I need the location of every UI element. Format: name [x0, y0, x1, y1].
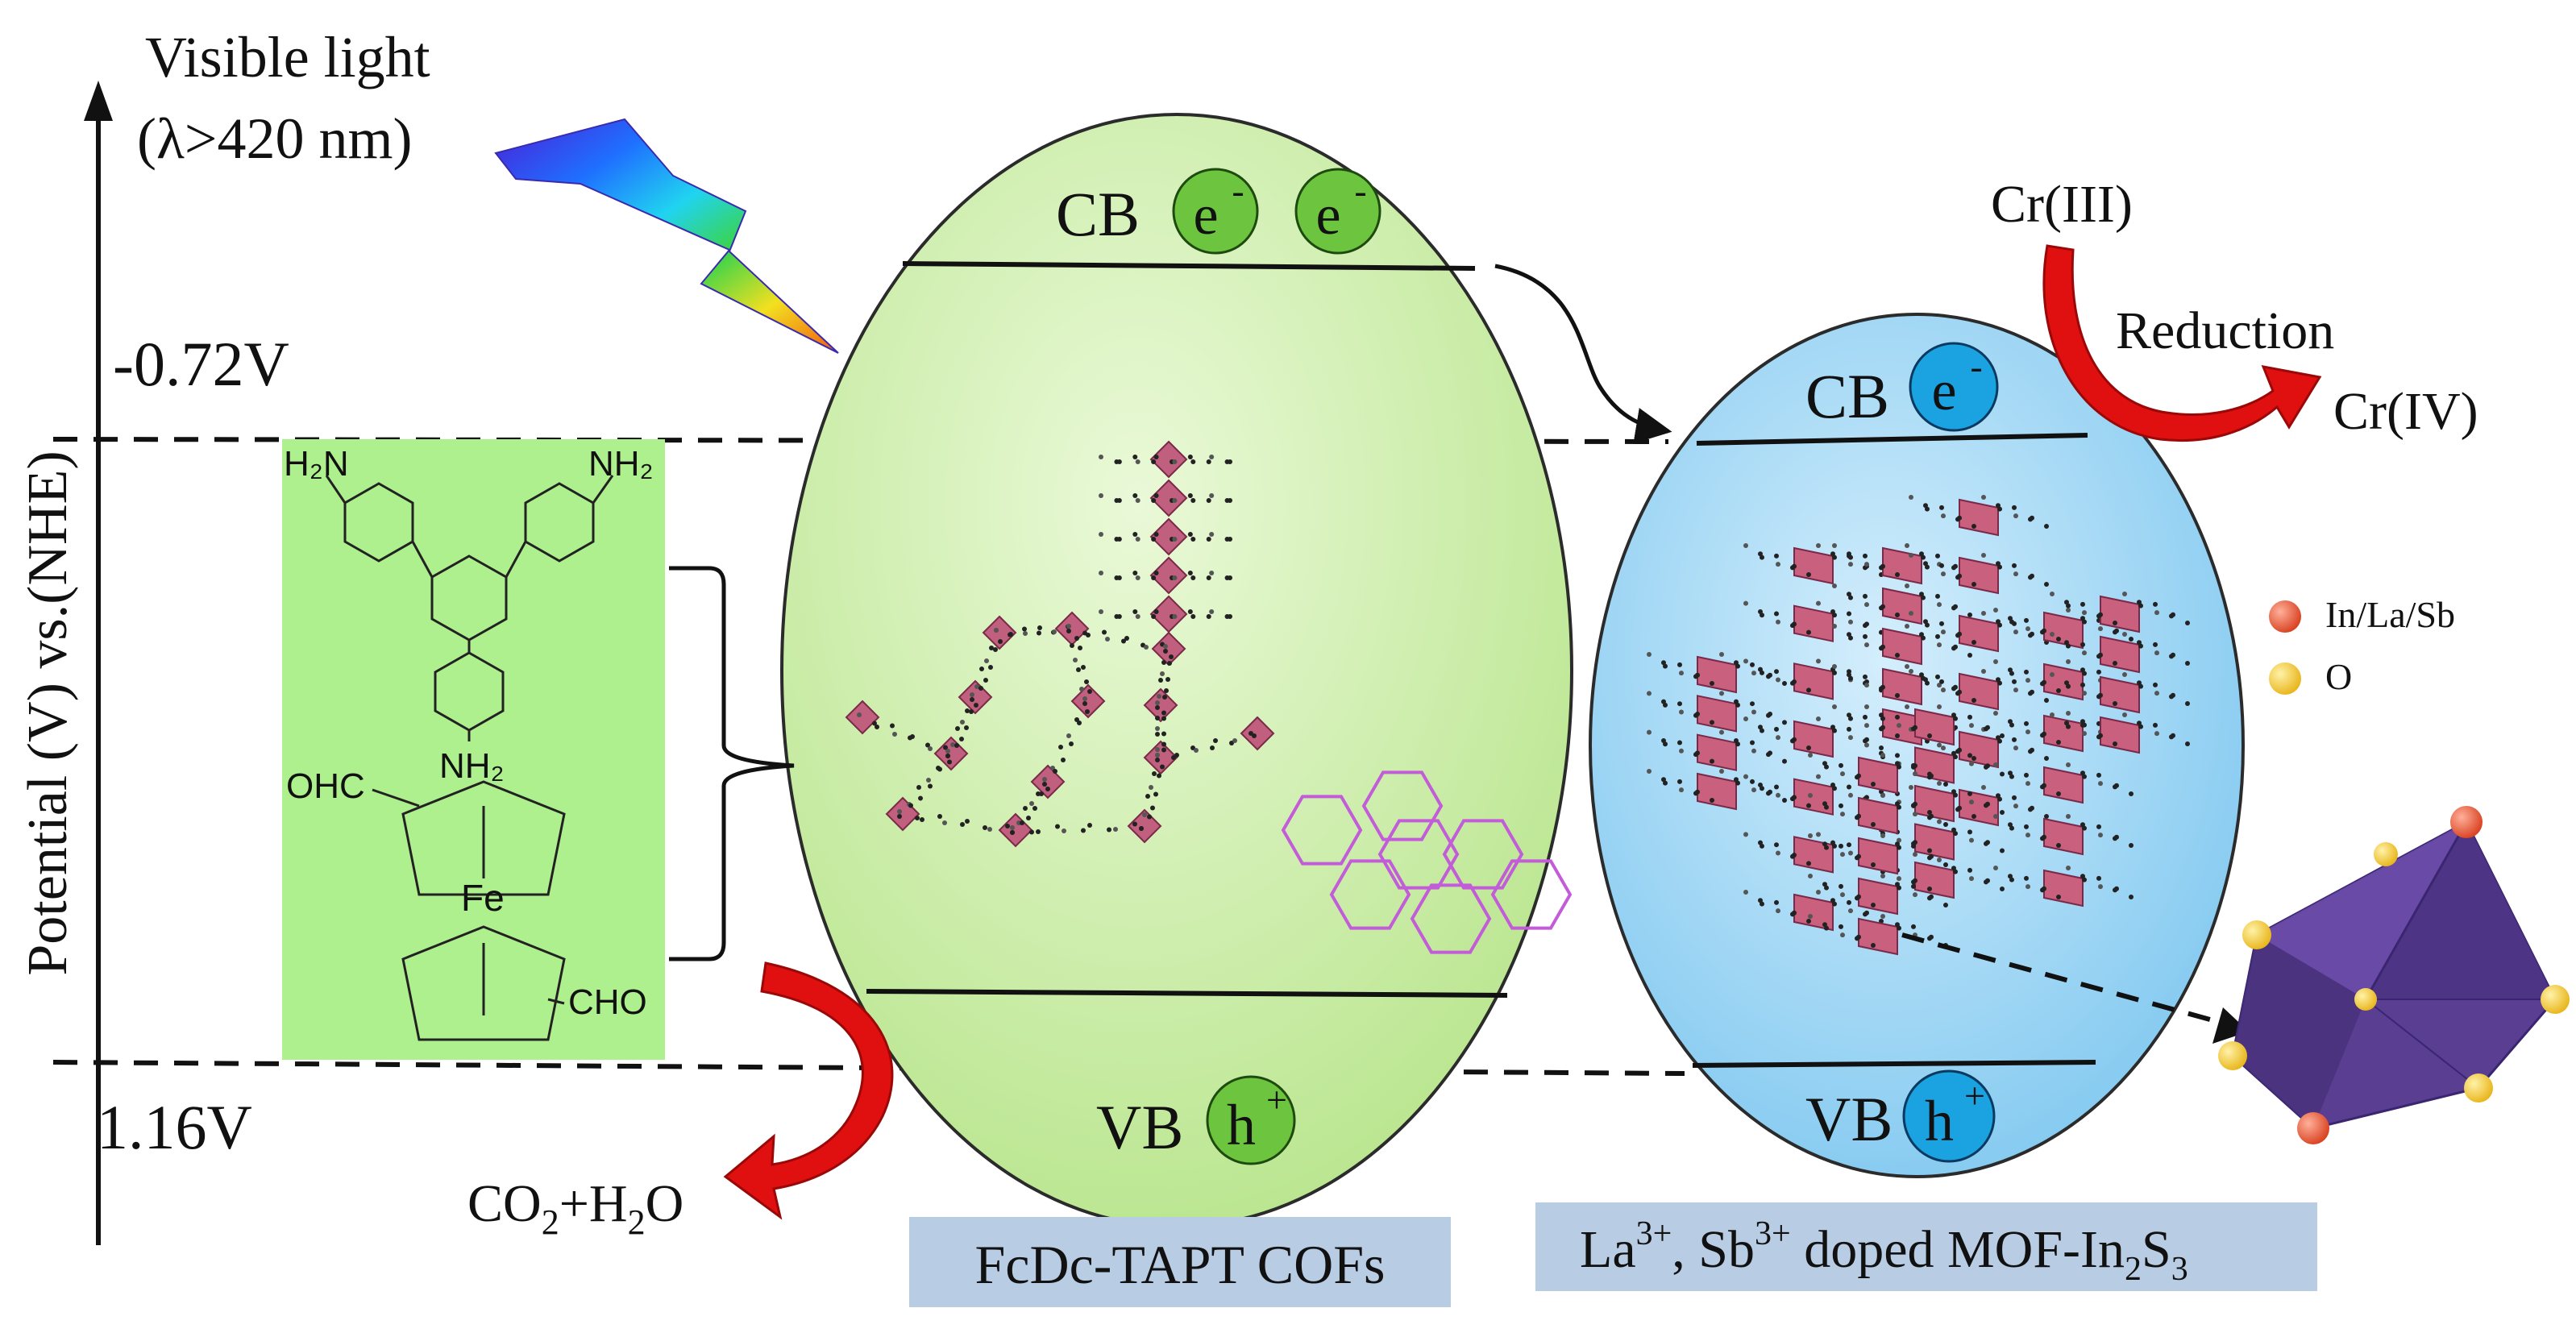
svg-text:FcDc-TAPT COFs: FcDc-TAPT COFs — [974, 1234, 1385, 1295]
reactant-label: Cr(III) — [1991, 175, 2133, 234]
cof-hole: h + — [1206, 1075, 1296, 1165]
svg-text:-: - — [1970, 346, 1982, 387]
svg-text:In/La/Sb: In/La/Sb — [2325, 594, 2455, 635]
cof-electron-1: e - — [1172, 168, 1259, 255]
molecule-label-nh2-bottom: NH₂ — [439, 746, 505, 786]
light-label-line2: (λ>420 nm) — [137, 106, 412, 171]
mof-particle — [1589, 313, 2245, 1178]
light-label-line1: Visible light — [145, 25, 430, 89]
monomer-brace — [669, 566, 795, 961]
molecule-label-nh2-left: H₂N — [284, 444, 349, 484]
cof-vb-label: VB — [1096, 1092, 1183, 1162]
process-label: Reduction — [2116, 301, 2334, 360]
molecule-label-ohc: OHC — [286, 766, 365, 806]
mof-hole: h + — [1902, 1069, 1996, 1163]
svg-text:O: O — [2325, 656, 2352, 697]
svg-text:+: + — [1964, 1075, 1985, 1116]
svg-text:-: - — [1354, 170, 1366, 211]
mof-name-box: La3+, Sb3+ doped MOF-In2S3 — [1535, 1202, 2317, 1291]
molecule-label-cho: CHO — [568, 982, 647, 1022]
oxidation-product-label: CO2+H2O — [467, 1174, 683, 1242]
molecule-label-fe: Fe — [461, 877, 505, 919]
potential-axis — [84, 81, 113, 1245]
lightning-bolt-icon — [494, 118, 839, 354]
svg-text:+: + — [1266, 1079, 1287, 1120]
reduction-curved-arrow — [2042, 244, 2322, 442]
mof-electron: e - — [1909, 342, 1999, 432]
legend-item-o: O — [2269, 656, 2352, 697]
cof-framework-structure — [845, 440, 1573, 954]
electron-transfer-arrow — [1494, 264, 1672, 444]
svg-text:La3+, Sb3+ doped MOF-In2S3: La3+, Sb3+ doped MOF-In2S3 — [1580, 1215, 2188, 1288]
cof-cb-label: CB — [1056, 179, 1140, 249]
monomer-structures — [325, 475, 614, 1041]
mof-vb-band — [1692, 1060, 2096, 1068]
zoom-dashed-arrow — [1901, 932, 2225, 1026]
oxidation-curved-arrow — [723, 961, 894, 1220]
mof-cb-label: CB — [1805, 361, 1889, 431]
cof-name-box: FcDc-TAPT COFs — [909, 1217, 1451, 1307]
svg-text:h: h — [1925, 1089, 1954, 1153]
svg-text:e: e — [1193, 185, 1218, 247]
svg-text:e: e — [1315, 185, 1340, 247]
cof-cb-band — [902, 261, 1476, 271]
product-label: Cr(IV) — [2333, 382, 2478, 441]
svg-text:e: e — [1931, 360, 1956, 422]
legend: In/La/Sb O — [2269, 594, 2455, 697]
mof-vb-label: VB — [1805, 1084, 1893, 1154]
axis-value-top: -0.72V — [113, 329, 289, 399]
svg-text:h: h — [1227, 1093, 1256, 1157]
axis-label: Potential (V) vs.(NHE) — [17, 451, 79, 975]
mof-cb-band — [1696, 433, 2088, 446]
molecule-label-nh2-right: NH₂ — [588, 444, 654, 484]
mof-framework-structure — [1647, 495, 2190, 956]
cof-electron-2: e - — [1294, 168, 1381, 255]
svg-text:-: - — [1232, 170, 1244, 211]
cof-particle — [780, 113, 1573, 1228]
axis-value-bottom: 1.16V — [97, 1092, 252, 1162]
octahedron-polyhedron — [2218, 806, 2570, 1144]
legend-item-in-la-sb: In/La/Sb — [2269, 594, 2455, 635]
cof-vb-band — [866, 989, 1508, 998]
